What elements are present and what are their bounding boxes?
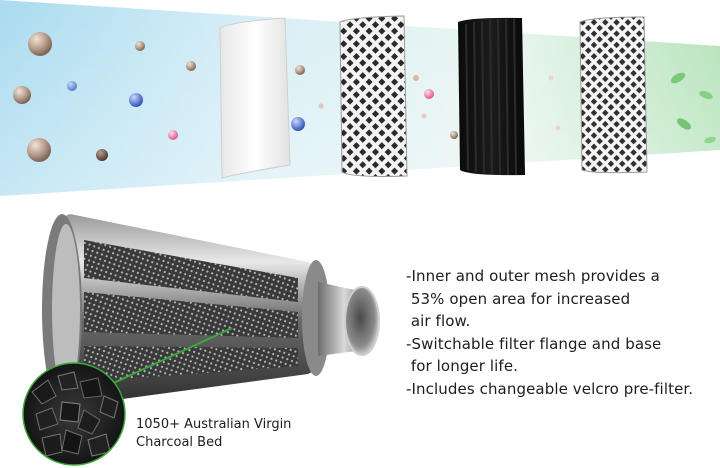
mesh-slot [84, 292, 298, 338]
charcoal-callout-line1: 1050+ Australian Virgin [136, 417, 292, 432]
dust-particle [421, 113, 427, 119]
dust-particle [413, 75, 419, 81]
dust-particle [67, 81, 77, 91]
leaf-icon [704, 136, 716, 144]
feature-line: -Switchable filter flange and base [406, 334, 662, 353]
dust-particle [129, 93, 143, 107]
inner-mesh-panel [579, 16, 648, 174]
dust-particle [28, 32, 52, 56]
air-flow-beam [0, 0, 720, 196]
leaf-icon [699, 90, 713, 100]
dust-particle [555, 125, 561, 131]
feature-line: for longer life. [406, 357, 519, 376]
dust-particle [168, 130, 178, 140]
feature-line: -Inner and outer mesh provides a [406, 267, 660, 285]
dust-particle [96, 149, 108, 161]
feature-line: -Includes changeable velcro pre-filter. [406, 379, 694, 398]
dust-particle [291, 117, 305, 131]
feature-line: air flow. [406, 312, 471, 331]
dust-particle [318, 103, 324, 109]
leaf-icon [670, 72, 686, 84]
mesh-slot [84, 240, 298, 302]
leaf-icon [677, 118, 691, 130]
end-cap-rim [52, 224, 80, 396]
dust-particle [424, 89, 434, 99]
outer-mesh-panel [339, 15, 408, 177]
charcoal-granules [22, 362, 126, 466]
feature-list: -Inner and outer mesh provides a 53% ope… [406, 265, 693, 401]
dust-particle [135, 41, 145, 51]
dust-particle [450, 131, 458, 139]
charcoal-callout-line2: Charcoal Bed [136, 435, 223, 450]
pre-filter-panel [219, 17, 291, 179]
carbon-layer-ribs [465, 18, 517, 176]
dust-particle [548, 75, 554, 81]
dust-particle [186, 61, 196, 71]
charcoal-callout-label: 1050+ Australian Virgin Charcoal Bed [136, 416, 291, 452]
feature-line: 53% open area for increased [406, 289, 631, 308]
dust-particle [295, 65, 305, 75]
flange-opening [344, 286, 380, 356]
dust-particle [13, 86, 31, 104]
dust-particle [27, 138, 51, 162]
